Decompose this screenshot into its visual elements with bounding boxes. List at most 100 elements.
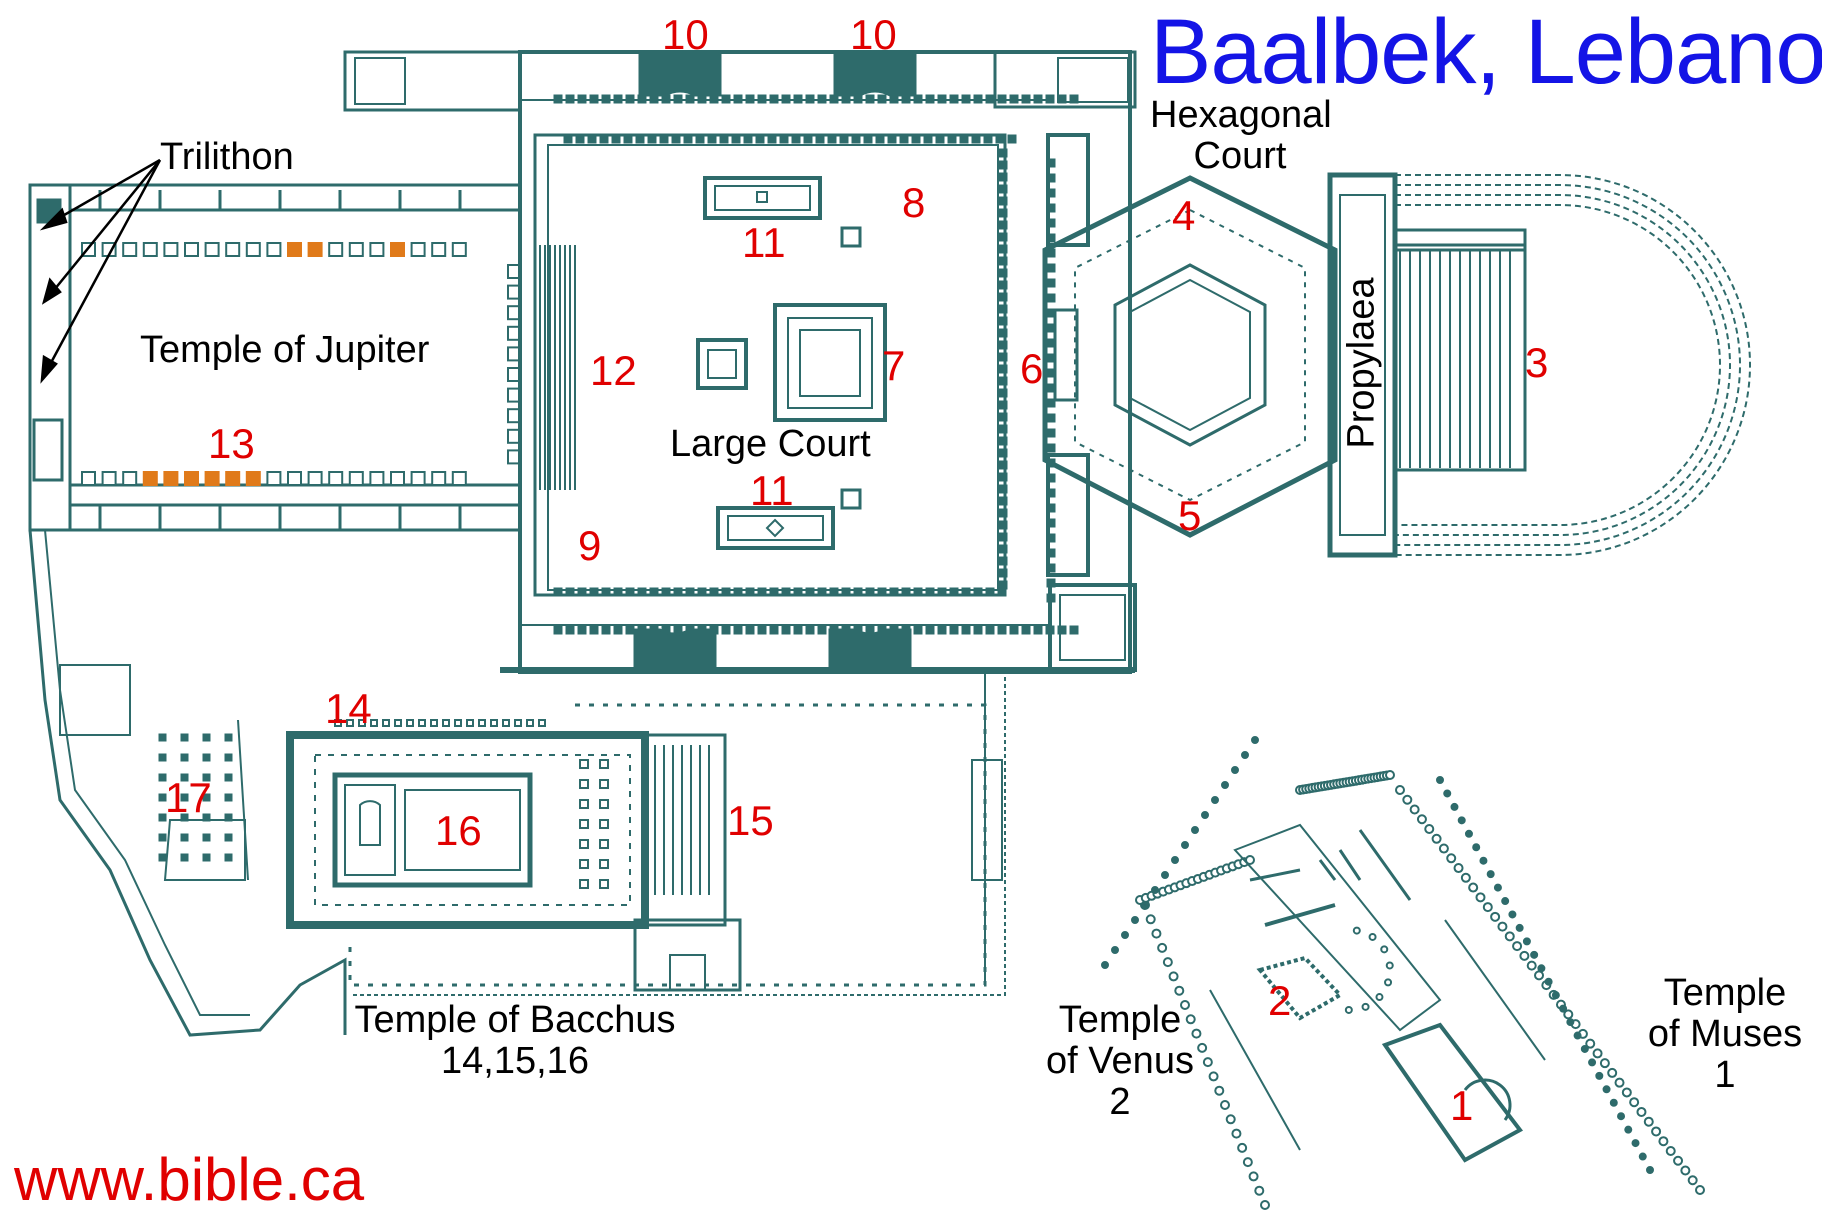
temple-dot bbox=[1501, 897, 1510, 906]
court-column bbox=[625, 94, 635, 104]
bacchus-column bbox=[478, 719, 486, 727]
court-column bbox=[805, 94, 815, 104]
court-column bbox=[563, 134, 573, 144]
court-column bbox=[647, 134, 657, 144]
court-column bbox=[637, 587, 647, 597]
website-link[interactable]: www.bible.ca bbox=[14, 1146, 365, 1213]
court-column bbox=[565, 94, 575, 104]
court-column bbox=[889, 94, 899, 104]
temple-dot bbox=[1599, 1058, 1610, 1069]
propylaea-plan bbox=[1327, 172, 1751, 558]
court-column bbox=[575, 134, 585, 144]
court-column bbox=[1046, 293, 1056, 303]
court-column bbox=[899, 134, 909, 144]
court-column bbox=[877, 587, 887, 597]
court-column bbox=[781, 94, 791, 104]
temple-dot bbox=[1646, 1166, 1654, 1174]
temple-dot bbox=[1563, 1009, 1574, 1020]
court-column bbox=[841, 94, 851, 104]
jupiter-column bbox=[81, 471, 96, 486]
court-column bbox=[1033, 625, 1043, 635]
court-column bbox=[1046, 413, 1056, 423]
temple-dot bbox=[1512, 941, 1523, 952]
temple-dot bbox=[1174, 985, 1185, 996]
court-column bbox=[661, 587, 671, 597]
temple-dot bbox=[1460, 872, 1471, 883]
column-17 bbox=[224, 813, 233, 822]
court-column bbox=[853, 94, 863, 104]
jupiter-column bbox=[390, 242, 405, 257]
column-17 bbox=[224, 753, 233, 762]
jupiter-column bbox=[431, 242, 447, 257]
temple-dot bbox=[1526, 960, 1537, 971]
bacchus-column bbox=[430, 719, 438, 727]
bacchus-column bbox=[490, 719, 498, 727]
court-column bbox=[997, 587, 1007, 597]
column-17 bbox=[158, 793, 167, 802]
temple-dot bbox=[1607, 1067, 1618, 1078]
court-column bbox=[998, 472, 1008, 482]
label-hexagonal-court: Hexagonal Court bbox=[1150, 94, 1332, 178]
bacchus-column bbox=[599, 819, 609, 829]
court-column bbox=[971, 134, 981, 144]
temple-dot bbox=[1486, 870, 1495, 879]
court-column bbox=[1046, 443, 1056, 453]
temple-dot bbox=[1464, 829, 1473, 838]
temple-dot bbox=[1260, 1200, 1270, 1210]
temple-dot bbox=[1631, 1139, 1640, 1148]
temple-dot bbox=[1384, 978, 1393, 987]
court-column bbox=[973, 587, 983, 597]
court-column bbox=[829, 625, 839, 635]
court-column bbox=[779, 134, 789, 144]
jupiter-column bbox=[204, 242, 220, 257]
temple-dot bbox=[1624, 1125, 1633, 1134]
court-column bbox=[769, 94, 779, 104]
court-column bbox=[1009, 94, 1019, 104]
temple-dot bbox=[1508, 910, 1517, 919]
temple-dot bbox=[1241, 751, 1249, 759]
court-column bbox=[637, 625, 647, 635]
temple-dot bbox=[1221, 781, 1229, 789]
number-2: 2 bbox=[1268, 977, 1292, 1024]
court-column bbox=[1007, 134, 1017, 144]
court-column bbox=[827, 134, 837, 144]
label-hexagonal-court-line2: Court bbox=[1193, 135, 1287, 178]
temple-dot bbox=[1395, 785, 1405, 795]
court-column bbox=[695, 134, 705, 144]
jupiter-column bbox=[410, 242, 426, 257]
number-13: 13 bbox=[208, 420, 255, 467]
court-column bbox=[973, 94, 983, 104]
court-column bbox=[998, 508, 1008, 518]
temple-dot bbox=[1504, 931, 1515, 942]
court-column bbox=[829, 94, 839, 104]
court-column bbox=[961, 94, 971, 104]
court-column bbox=[625, 625, 635, 635]
bacchus-column bbox=[599, 779, 609, 789]
court-column bbox=[1046, 323, 1056, 333]
label-temple-of-venus-line1: Temple bbox=[1058, 999, 1182, 1041]
court-column bbox=[841, 625, 851, 635]
court-column bbox=[733, 94, 743, 104]
court-column bbox=[659, 134, 669, 144]
court-column bbox=[1046, 308, 1056, 318]
court-column bbox=[709, 587, 719, 597]
court-column bbox=[601, 587, 611, 597]
court-column bbox=[998, 412, 1008, 422]
temple-dot bbox=[1385, 961, 1394, 970]
court-column bbox=[998, 220, 1008, 230]
column-17 bbox=[158, 813, 167, 822]
map-title: Baalbek, Lebanon bbox=[1150, 1, 1822, 103]
court-column bbox=[577, 94, 587, 104]
column-17 bbox=[180, 733, 189, 742]
court-column bbox=[767, 134, 777, 144]
court-column bbox=[721, 625, 731, 635]
court-column bbox=[577, 587, 587, 597]
temple-dot bbox=[1180, 1000, 1190, 1010]
column-17 bbox=[180, 793, 189, 802]
court-column bbox=[769, 625, 779, 635]
court-column bbox=[911, 134, 921, 144]
court-column bbox=[998, 544, 1008, 554]
court-column bbox=[998, 436, 1008, 446]
column-17 bbox=[180, 853, 189, 862]
number-16: 16 bbox=[435, 807, 482, 854]
